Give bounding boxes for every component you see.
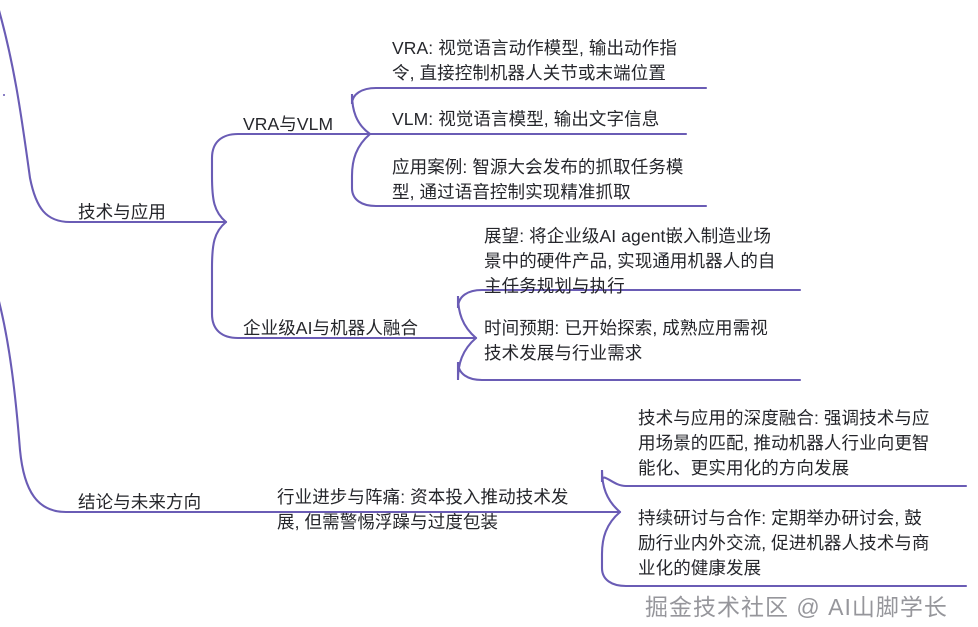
node-timeline[interactable]: 时间预期: 已开始探索, 成熟应用需视 技术发展与行业需求: [484, 318, 768, 363]
node-cooperation[interactable]: 持续研讨与合作: 定期举办研讨会, 鼓 励行业内外交流, 促进机器人技术与商 业…: [638, 508, 930, 578]
node-vra[interactable]: VRA: 视觉语言动作模型, 输出动作指 令, 直接控制机器人关节或末端位置: [392, 38, 677, 83]
node-outlook[interactable]: 展望: 将企业级AI agent嵌入制造业场 景中的硬件产品, 实现通用机器人的…: [484, 226, 776, 296]
node-conclusion[interactable]: 结论与未来方向: [78, 492, 202, 512]
node-enterprise-ai[interactable]: 企业级AI与机器人融合: [243, 318, 419, 338]
node-industry[interactable]: 行业进步与阵痛: 资本投入推动技术发 展, 但需警惕浮躁与过度包装: [277, 487, 569, 532]
node-case[interactable]: 应用案例: 智源大会发布的抓取任务模 型, 通过语音控制实现精准抓取: [392, 157, 684, 202]
watermark-text: 掘金技术社区 @ AI山脚学长: [645, 594, 948, 620]
node-vlm[interactable]: VLM: 视觉语言模型, 输出文字信息: [392, 109, 660, 129]
edge-tech-to-vra-vlm: [210, 132, 358, 224]
node-tech[interactable]: 技术与应用: [78, 202, 166, 222]
edge-root-to-tech: [0, 10, 216, 224]
node-deep-fusion[interactable]: 技术与应用的深度融合: 强调技术与应 用场景的匹配, 推动机器人行业向更智 能化…: [638, 408, 930, 478]
node-vra-vlm[interactable]: VRA与VLM: [243, 114, 334, 134]
edge-root-to-conclusion: [0, 301, 274, 514]
